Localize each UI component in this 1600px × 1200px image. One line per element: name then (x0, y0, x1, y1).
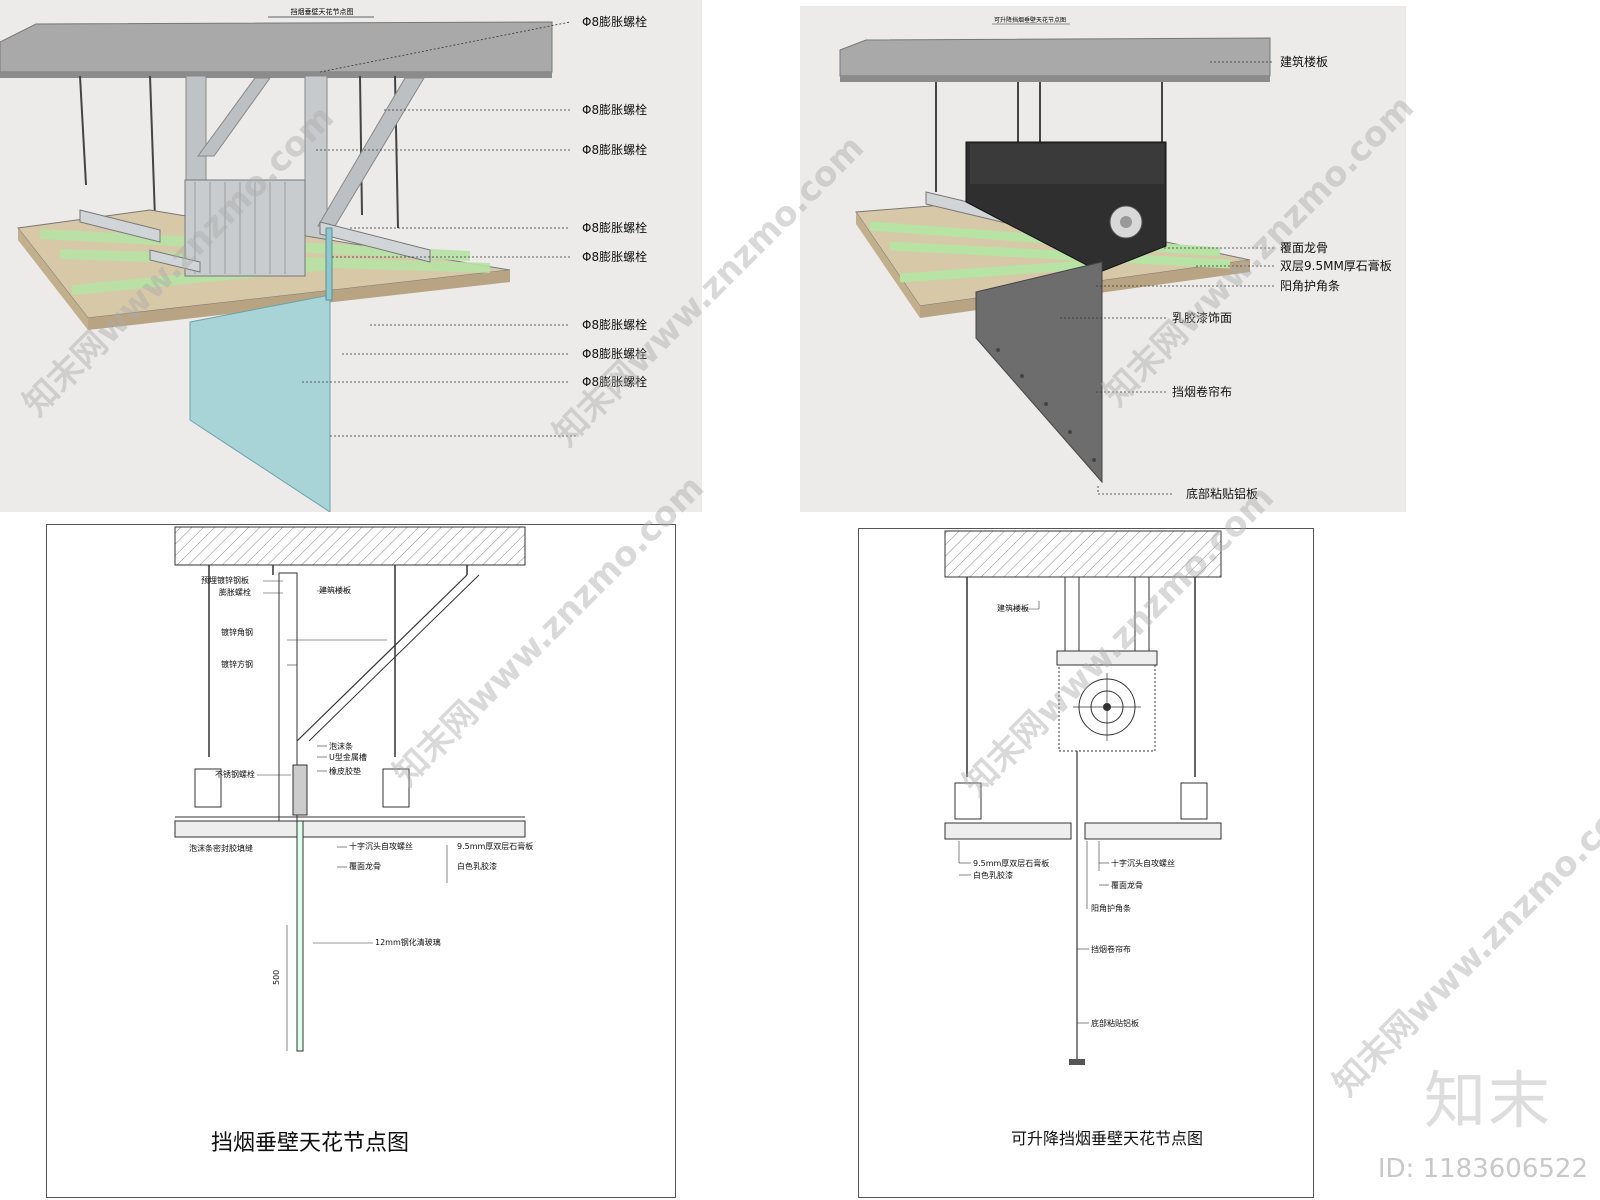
section-roller-caption: 可升降挡烟垂壁天花节点图 (1011, 1129, 1204, 1148)
label-curtain-2: 挡烟卷帘布 (1091, 944, 1131, 954)
label-sealant: 泡沫条密封胶填缝 (189, 843, 253, 853)
callout-latex: 乳胶漆饰面 (1172, 310, 1232, 325)
section-glass-caption: 挡烟垂壁天花节点图 (211, 1131, 410, 1156)
label-gypsum-2: 9.5mm厚双层石膏板 (973, 858, 1049, 868)
callout-1: Φ8膨胀螺栓 (582, 14, 647, 29)
render-glass-svg: 挡烟垂壁天花节点图 Φ8膨胀螺栓 Φ8膨胀螺栓 Φ8膨胀螺栓 Φ8膨胀螺栓 Φ (0, 7, 647, 513)
render-roller-header: 可升降挡烟垂壁天花节点图 (994, 16, 1066, 24)
label-paint: 白色乳胶漆 (457, 861, 497, 871)
label-screw-2: 十字沉头自攻螺丝 (1111, 858, 1175, 868)
callout-gypsum: 双层9.5MM厚石膏板 (1280, 258, 1392, 273)
callout-corner: 阳角护角条 (1280, 279, 1340, 293)
render-roller-svg: 可升降挡烟垂壁天花节点图 建筑楼板 覆面龙骨 双层9.5MM厚石膏板 阳角护角条… (839, 16, 1392, 501)
label-glass: 12mm钢化清玻璃 (375, 937, 441, 947)
label-screw: 十字沉头自攻螺丝 (349, 841, 413, 851)
label-embed-plate: 预埋镀锌钢板 (201, 575, 249, 585)
label-alu-2: 底部粘贴铝板 (1091, 1018, 1139, 1028)
label-paint-2: 白色乳胶漆 (973, 870, 1013, 880)
render-glass-header: 挡烟垂壁天花节点图 (291, 7, 354, 16)
section-glass-svg: 500 预埋镀锌钢板 膨胀螺栓 建筑楼板 镀锌角钢 镀锌方钢 泡沫条 U型金属槽… (174, 526, 533, 1052)
callout-7: Φ8膨胀螺栓 (582, 346, 647, 361)
label-ss-bolt: 不锈钢螺栓 (215, 769, 255, 779)
callout-2: Φ8膨胀螺栓 (582, 102, 647, 117)
section-panel-roller: 建筑楼板 9.5mm厚双层石膏板 白色乳胶漆 十字沉头自攻螺丝 覆面龙骨 阳角护… (858, 528, 1314, 1198)
brand-logo: 知末 (1423, 1064, 1552, 1137)
section-panel-glass: 500 预埋镀锌钢板 膨胀螺栓 建筑楼板 镀锌角钢 镀锌方钢 泡沫条 U型金属槽… (46, 524, 676, 1198)
callout-keel: 覆面龙骨 (1280, 241, 1328, 255)
label-foam: 泡沫条 (329, 741, 353, 751)
callout-slab: 建筑楼板 (1280, 54, 1328, 69)
callout-curtain: 挡烟卷帘布 (1172, 384, 1232, 399)
callout-6: Φ8膨胀螺栓 (582, 317, 647, 332)
label-u-channel: U型金属槽 (329, 752, 367, 762)
label-angle: 镀锌角钢 (221, 627, 253, 637)
label-rubber: 橡皮胶垫 (329, 766, 361, 776)
callout-8: Φ8膨胀螺栓 (582, 374, 647, 389)
label-slab-2: 建筑楼板 (997, 603, 1029, 613)
callout-3: Φ8膨胀螺栓 (582, 142, 647, 157)
label-keel-2: 覆面龙骨 (1111, 880, 1143, 890)
label-gypsum: 9.5mm厚双层石膏板 (457, 841, 533, 851)
label-tube: 镀锌方钢 (221, 659, 253, 669)
brand-id: ID: 1183606522 (1377, 1154, 1588, 1184)
label-corner-2: 阳角护角条 (1091, 903, 1131, 913)
section-roller-svg: 建筑楼板 9.5mm厚双层石膏板 白色乳胶漆 十字沉头自攻螺丝 覆面龙骨 阳角护… (944, 530, 1222, 1065)
callout-5: Φ8膨胀螺栓 (582, 249, 647, 264)
label-slab: 建筑楼板 (319, 585, 351, 595)
callout-alu: 底部粘贴铝板 (1186, 486, 1258, 501)
render-panel-roller: 可升降挡烟垂壁天花节点图 建筑楼板 覆面龙骨 双层9.5MM厚石膏板 阳角护角条… (800, 6, 1406, 512)
glass-dimension: 500 (272, 970, 281, 985)
label-bolt: 膨胀螺栓 (219, 587, 251, 597)
render-panel-glass: 挡烟垂壁天花节点图 Φ8膨胀螺栓 Φ8膨胀螺栓 Φ8膨胀螺栓 Φ8膨胀螺栓 Φ (0, 0, 702, 513)
callout-4: Φ8膨胀螺栓 (582, 220, 647, 235)
label-keel: 覆面龙骨 (349, 861, 381, 871)
